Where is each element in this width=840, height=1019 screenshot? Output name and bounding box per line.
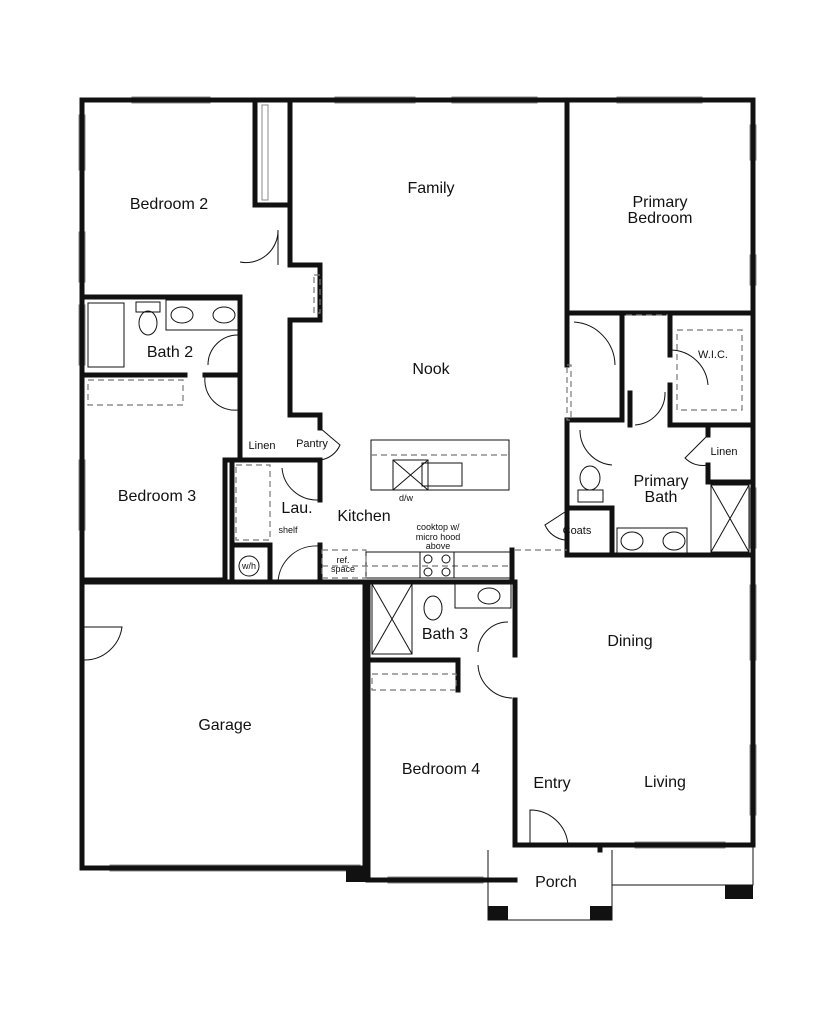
label-cooktop-3: above: [426, 541, 451, 551]
label-primary-bath-1: Primary: [633, 473, 688, 490]
label-cooktop-1: cooktop w/: [416, 522, 460, 532]
label-laundry: Lau.: [281, 500, 312, 517]
walls: [79, 97, 756, 921]
label-dishwasher: d/w: [399, 493, 414, 503]
label-shelf: shelf: [278, 525, 298, 535]
label-porch: Porch: [535, 874, 577, 891]
label-entry: Entry: [533, 775, 570, 792]
label-nook: Nook: [412, 361, 450, 378]
label-cooktop-2: micro hood: [416, 532, 461, 542]
label-dining: Dining: [607, 633, 652, 650]
label-pantry: Pantry: [296, 438, 328, 450]
label-bedroom-4: Bedroom 4: [402, 761, 480, 778]
label-linen-primary: Linen: [711, 446, 738, 458]
label-living: Living: [644, 774, 686, 791]
label-ref-2: space: [331, 564, 355, 574]
label-bedroom-3: Bedroom 3: [118, 488, 196, 505]
label-ref-1: ref.: [336, 555, 349, 565]
label-primary-bath-2: Bath: [645, 489, 678, 506]
fixtures: [87, 274, 750, 691]
label-primary-bedroom-2: Bedroom: [628, 210, 693, 227]
room-labels: Bedroom 2 Family Primary Bedroom Bath 2 …: [118, 180, 738, 891]
label-linen-hall: Linen: [249, 440, 276, 452]
label-kitchen: Kitchen: [337, 508, 390, 525]
label-garage: Garage: [198, 717, 251, 734]
label-bedroom-2: Bedroom 2: [130, 196, 208, 213]
label-family: Family: [407, 180, 454, 197]
label-bath-2: Bath 2: [147, 344, 193, 361]
label-primary-bedroom-1: Primary: [632, 194, 687, 211]
label-bath-3: Bath 3: [422, 626, 468, 643]
doors: [83, 104, 709, 846]
label-wic: W.I.C.: [698, 349, 728, 361]
label-coats: Coats: [563, 525, 592, 537]
label-water-heater: w/h: [241, 561, 256, 571]
